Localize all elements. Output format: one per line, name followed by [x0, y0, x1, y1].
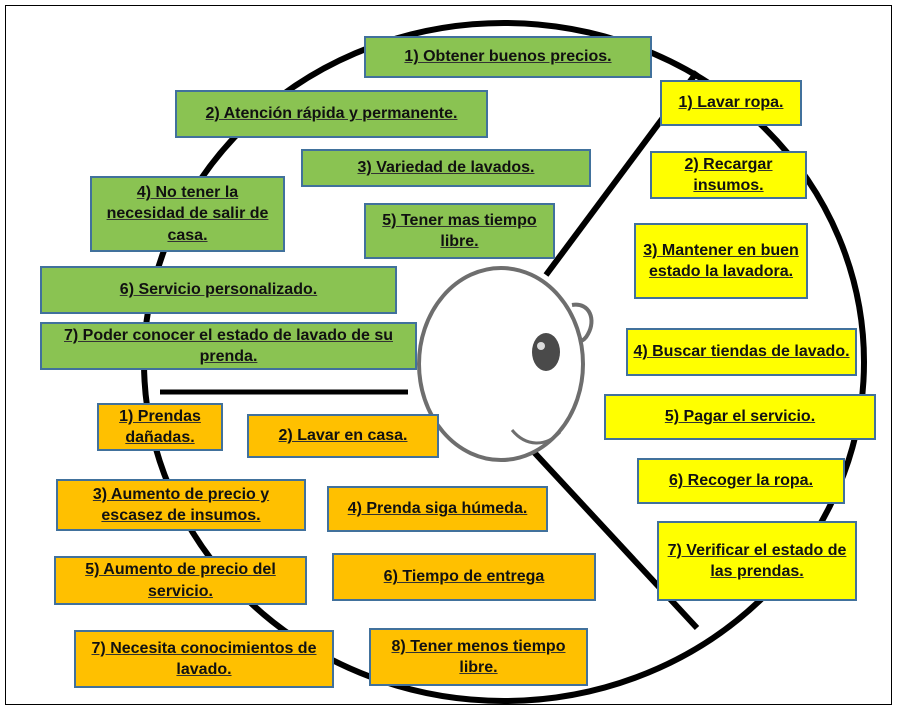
job-box-3: 3) Mantener en buen estado la lavadora.: [634, 223, 808, 299]
gain-box-3: 3) Variedad de lavados.: [301, 149, 591, 187]
job-text-5: 5) Pagar el servicio.: [664, 408, 816, 426]
job-text-6: 6) Recoger la ropa.: [668, 472, 814, 490]
gain-text-6: 6) Servicio personalizado.: [119, 281, 318, 299]
customer-face-icon: [417, 266, 594, 462]
gain-box-7: 7) Poder conocer el estado de lavado de …: [40, 322, 417, 370]
pain-text-7: 7) Necesita conocimientos de lavado.: [91, 639, 317, 678]
pain-text-8: 8) Tener menos tiempo libre.: [391, 637, 566, 676]
gain-text-2: 2) Atención rápida y permanente.: [205, 105, 458, 123]
pain-box-1: 1) Prendas dañadas.: [97, 403, 223, 451]
job-box-7: 7) Verificar el estado de las prendas.: [657, 521, 857, 601]
pain-text-3: 3) Aumento de precio y escasez de insumo…: [92, 485, 270, 524]
job-box-1: 1) Lavar ropa.: [660, 80, 802, 126]
pain-box-7: 7) Necesita conocimientos de lavado.: [74, 630, 334, 688]
job-box-2: 2) Recargar insumos.: [650, 151, 807, 199]
job-text-1: 1) Lavar ropa.: [678, 94, 784, 112]
pain-box-4: 4) Prenda siga húmeda.: [327, 486, 548, 532]
pain-text-2: 2) Lavar en casa.: [278, 427, 408, 445]
pain-text-6: 6) Tiempo de entrega: [383, 568, 545, 586]
gain-text-1: 1) Obtener buenos precios.: [404, 48, 612, 66]
pain-text-1: 1) Prendas dañadas.: [119, 407, 201, 446]
gain-text-4: 4) No tener la necesidad de salir de cas…: [106, 184, 269, 244]
job-text-2: 2) Recargar insumos.: [684, 155, 773, 194]
gain-text-7: 7) Poder conocer el estado de lavado de …: [64, 326, 393, 365]
gain-box-5: 5) Tener mas tiempo libre.: [364, 203, 555, 259]
pain-box-5: 5) Aumento de precio del servicio.: [54, 556, 307, 605]
gain-box-6: 6) Servicio personalizado.: [40, 266, 397, 314]
gain-text-5: 5) Tener mas tiempo libre.: [382, 211, 537, 250]
gain-box-4: 4) No tener la necesidad de salir de cas…: [90, 176, 285, 252]
job-box-5: 5) Pagar el servicio.: [604, 394, 876, 440]
pain-box-6: 6) Tiempo de entrega: [332, 553, 596, 601]
pain-text-5: 5) Aumento de precio del servicio.: [85, 561, 276, 600]
job-text-3: 3) Mantener en buen estado la lavadora.: [643, 241, 799, 280]
pain-box-8: 8) Tener menos tiempo libre.: [369, 628, 588, 686]
gain-text-3: 3) Variedad de lavados.: [357, 159, 535, 177]
job-box-6: 6) Recoger la ropa.: [637, 458, 845, 504]
pain-text-4: 4) Prenda siga húmeda.: [347, 500, 528, 518]
job-text-4: 4) Buscar tiendas de lavado.: [633, 343, 850, 361]
job-box-4: 4) Buscar tiendas de lavado.: [626, 328, 857, 376]
job-text-7: 7) Verificar el estado de las prendas.: [667, 541, 847, 580]
gain-box-1: 1) Obtener buenos precios.: [364, 36, 652, 78]
pain-box-2: 2) Lavar en casa.: [247, 414, 439, 458]
gain-box-2: 2) Atención rápida y permanente.: [175, 90, 488, 138]
pain-box-3: 3) Aumento de precio y escasez de insumo…: [56, 479, 306, 531]
